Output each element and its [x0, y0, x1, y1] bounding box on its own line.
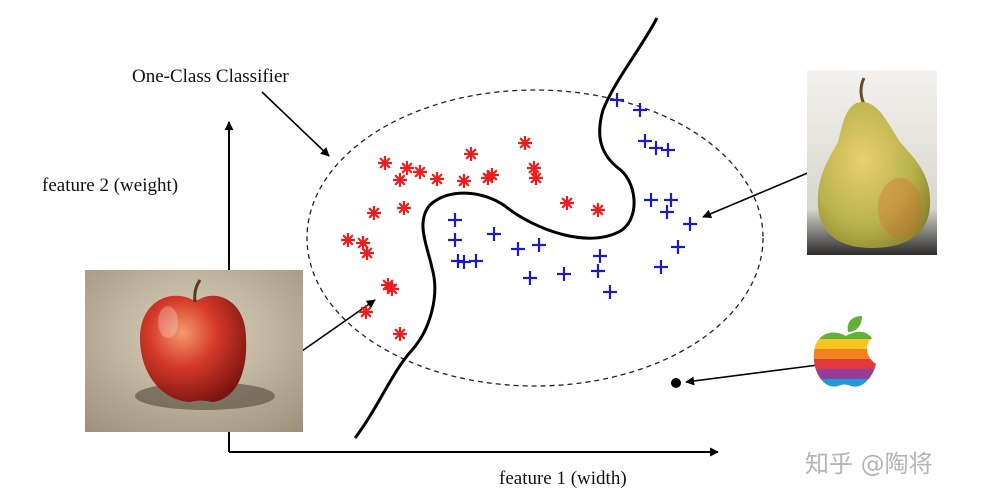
plus-marker [654, 260, 668, 274]
asterisk-marker [378, 156, 392, 170]
asterisk-marker [560, 196, 574, 210]
asterisk-marker [393, 327, 407, 341]
plus-marker [511, 242, 525, 256]
plus-marker [660, 205, 674, 219]
asterisk-marker [464, 147, 478, 161]
pear-arrow [702, 171, 811, 219]
plus-marker [644, 193, 658, 207]
plus-marker [603, 285, 617, 299]
asterisk-marker [385, 282, 399, 296]
plus-marker [661, 143, 675, 157]
asterisk-marker [591, 203, 605, 217]
plus-marker [557, 267, 571, 281]
x-axis-label: feature 1 (width) [499, 468, 627, 489]
classifier-label-arrow [261, 91, 330, 157]
outlier-point [671, 378, 681, 388]
pear-samples [448, 93, 697, 299]
plus-marker [671, 240, 685, 254]
y-axis-label: feature 2 (weight) [42, 175, 178, 196]
asterisk-marker [360, 246, 374, 260]
pear-photo [807, 70, 937, 255]
plus-marker [448, 213, 462, 227]
plus-marker [523, 271, 537, 285]
plus-marker [591, 264, 605, 278]
plus-marker [593, 249, 607, 263]
plus-marker [457, 255, 471, 269]
plus-marker [487, 227, 501, 241]
asterisk-marker [397, 201, 411, 215]
plus-marker [532, 238, 546, 252]
asterisk-marker [529, 171, 543, 185]
plus-marker [664, 193, 678, 207]
asterisk-marker [527, 161, 541, 175]
plus-marker [638, 134, 652, 148]
red-apple-photo [85, 270, 303, 432]
classifier-label: One-Class Classifier [132, 66, 289, 87]
asterisk-marker [393, 173, 407, 187]
asterisk-marker [485, 168, 499, 182]
watermark: 知乎 @陶将 [805, 450, 933, 478]
asterisk-marker [457, 174, 471, 188]
plus-marker [469, 254, 483, 268]
asterisk-marker [367, 206, 381, 220]
rainbow-apple-logo-icon [813, 316, 876, 387]
logo-arrow [685, 364, 819, 386]
asterisk-marker [359, 305, 373, 319]
plus-marker [649, 141, 663, 155]
plus-marker [633, 103, 647, 117]
apple-samples [341, 136, 605, 341]
classifier-ellipse [306, 89, 764, 387]
plus-marker [610, 93, 624, 107]
plus-marker [448, 233, 462, 247]
asterisk-marker [400, 161, 414, 175]
asterisk-marker [518, 136, 532, 150]
asterisk-marker [341, 233, 355, 247]
decision-boundary-curve [353, 17, 659, 439]
asterisk-marker [413, 165, 427, 179]
apple-arrow [301, 299, 376, 352]
asterisk-marker [430, 172, 444, 186]
plus-marker [683, 217, 697, 231]
